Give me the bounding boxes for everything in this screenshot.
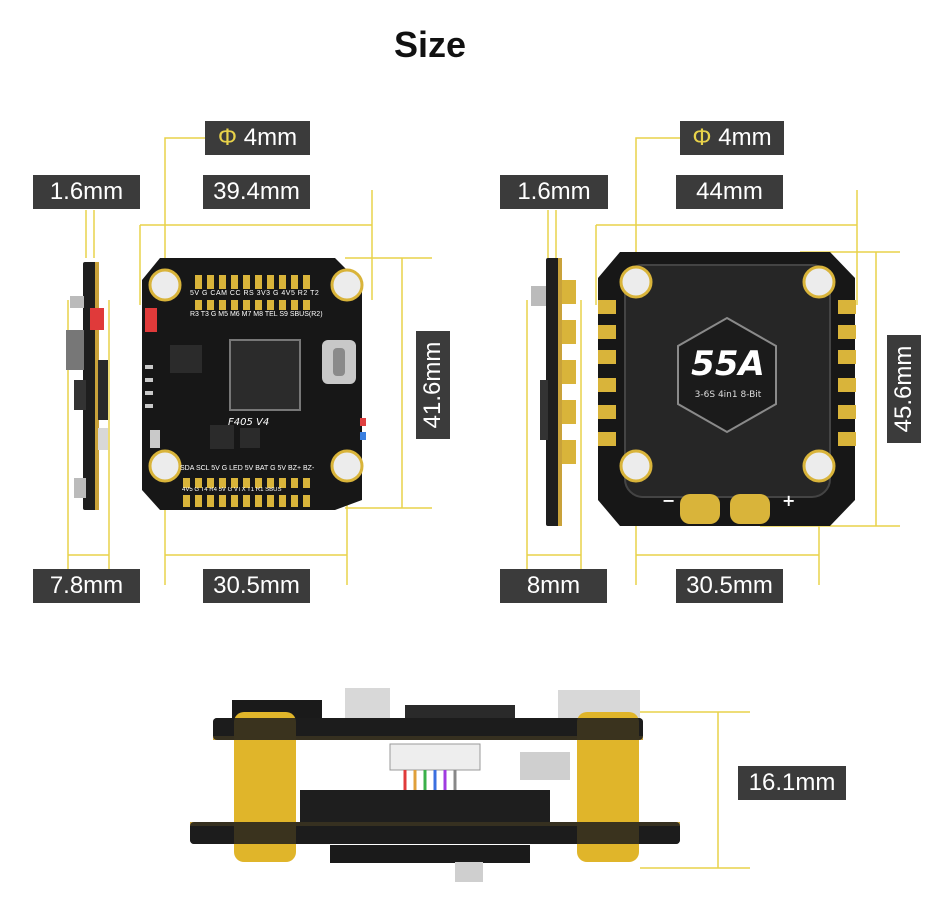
svg-text:+: + xyxy=(782,491,795,510)
esc-side-height-tag: 8mm xyxy=(500,569,607,603)
esc-spec-label: 3-6S 4in1 8-Bit xyxy=(694,390,762,400)
esc-width-tag: 44mm xyxy=(676,175,783,209)
fc-width-tag: 39.4mm xyxy=(203,175,310,209)
stack-side-view xyxy=(190,688,750,882)
fc-thickness-tag: 1.6mm xyxy=(33,175,140,209)
fc-side-view xyxy=(66,262,108,510)
fc-model-label: F405 V4 xyxy=(228,417,270,428)
esc-thickness-tag: 1.6mm xyxy=(500,175,608,209)
esc-hole-diameter-tag: Φ 4mm xyxy=(680,121,784,155)
fc-hole-diameter-tag: Φ 4mm xyxy=(205,121,310,155)
esc-side-view xyxy=(531,258,576,526)
svg-text:−: − xyxy=(662,491,675,510)
esc-height-tag: 45.6mm xyxy=(887,335,921,443)
fc-mount-spacing-tag: 30.5mm xyxy=(203,569,310,603)
esc-current-label: 55A xyxy=(691,344,765,384)
diameter-icon: Φ xyxy=(217,124,238,151)
fc-pads-bottom-row-2: 4V5 G T4 R4 5V G VTX T1 R1 SBUS xyxy=(182,487,282,493)
fc-side-height-tag: 7.8mm xyxy=(33,569,140,603)
fc-height-tag: 41.6mm xyxy=(416,331,450,439)
fc-pads-top-row-2: R3 T3 G M5 M6 M7 M8 TEL S9 SBUS(R2) xyxy=(190,311,323,318)
esc-mount-spacing-tag: 30.5mm xyxy=(676,569,783,603)
esc-board: − + xyxy=(598,252,856,526)
fc-board xyxy=(142,258,366,510)
fc-pads-bottom-row-1: SDA SCL 5V G LED 5V BAT G 5V BZ+ BZ- xyxy=(180,465,315,472)
stack-height-tag: 16.1mm xyxy=(738,766,846,800)
page-title: Size xyxy=(393,24,467,65)
diameter-icon: Φ xyxy=(692,124,712,151)
fc-pads-top-row-1: 5V G CAM CC RS 3V3 G 4V5 R2 T2 xyxy=(190,290,320,297)
fc-dimension-lines xyxy=(67,137,432,585)
